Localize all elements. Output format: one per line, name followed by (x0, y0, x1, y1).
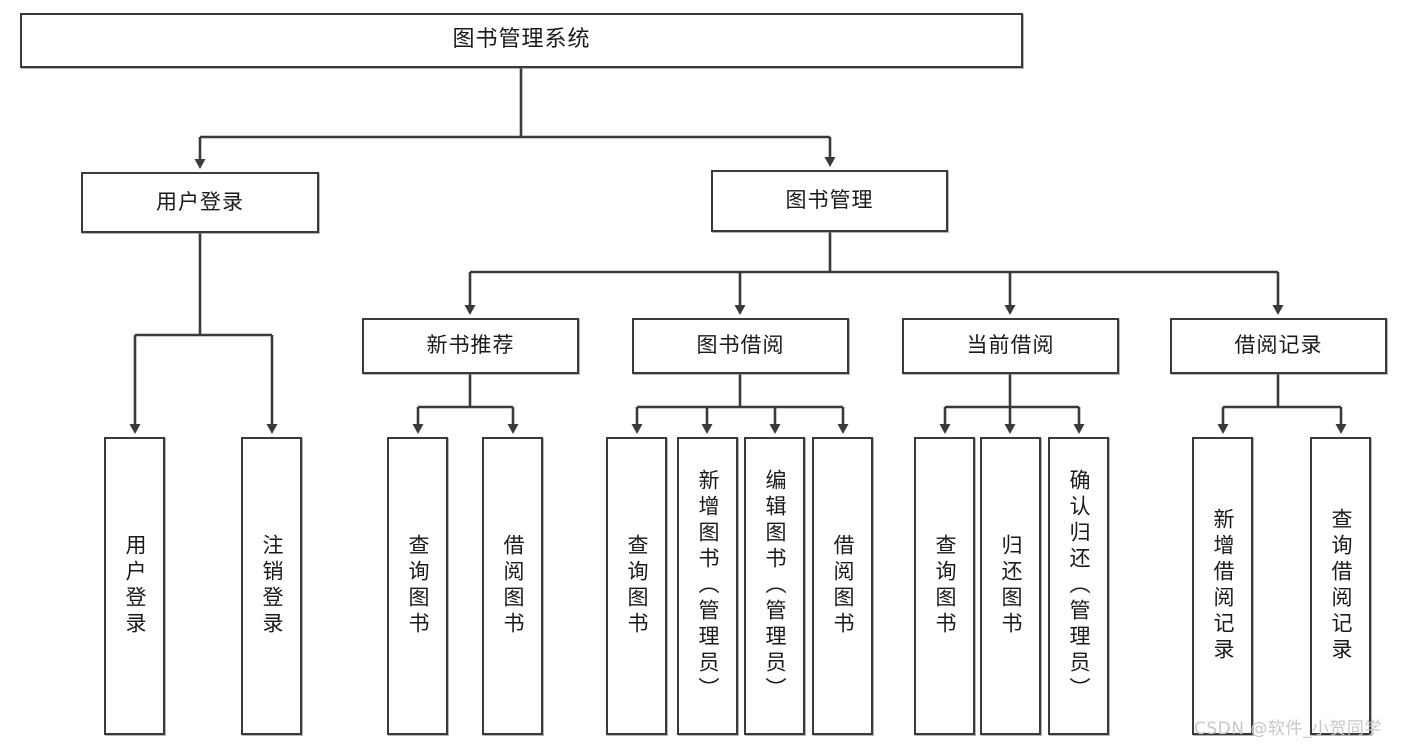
node-label: 新书推荐 (426, 333, 515, 358)
node-label: 确认归还（管理员） (1067, 469, 1091, 703)
node-book-management[interactable]: 图书管理 (711, 170, 948, 232)
node-label: 图书管理 (785, 188, 874, 213)
node-label: 借阅图书 (501, 534, 525, 638)
leaf-query-book-borrow[interactable]: 查询图书 (606, 437, 667, 735)
leaf-query-book-recommend[interactable]: 查询图书 (387, 437, 448, 735)
node-label: 借阅图书 (831, 534, 855, 638)
node-label: 归还图书 (999, 534, 1023, 638)
node-label: 图书管理系统 (452, 27, 591, 53)
node-book-borrow[interactable]: 图书借阅 (632, 318, 849, 374)
leaf-return-book[interactable]: 归还图书 (980, 437, 1041, 735)
node-label: 当前借阅 (966, 333, 1055, 358)
node-borrow-record[interactable]: 借阅记录 (1170, 318, 1387, 374)
node-label: 查询图书 (933, 534, 957, 638)
node-user-login[interactable]: 用户登录 (81, 172, 319, 233)
leaf-user-login[interactable]: 用户登录 (104, 437, 165, 735)
leaf-logout[interactable]: 注销登录 (241, 437, 302, 735)
node-label: 新增图书（管理员） (696, 469, 720, 703)
leaf-add-book-admin[interactable]: 新增图书（管理员） (677, 437, 738, 735)
node-label: 查询借阅记录 (1329, 508, 1353, 664)
node-label: 用户登录 (123, 534, 147, 638)
node-new-book-recommend[interactable]: 新书推荐 (362, 318, 579, 374)
node-label: 用户登录 (156, 189, 244, 214)
node-label: 注销登录 (260, 534, 284, 638)
node-label: 编辑图书（管理员） (763, 469, 787, 703)
node-current-borrow[interactable]: 当前借阅 (902, 318, 1119, 374)
node-label: 查询图书 (406, 534, 430, 638)
leaf-borrow-book-recommend[interactable]: 借阅图书 (482, 437, 543, 735)
node-root-system[interactable]: 图书管理系统 (20, 13, 1023, 68)
node-label: 借阅记录 (1234, 333, 1323, 358)
node-label: 图书借阅 (696, 333, 785, 358)
leaf-query-book-current[interactable]: 查询图书 (914, 437, 975, 735)
csdn-watermark: CSDN @软件_小贺同学 (1194, 719, 1382, 739)
leaf-borrow-book[interactable]: 借阅图书 (812, 437, 873, 735)
node-label: 新增借阅记录 (1211, 508, 1235, 664)
leaf-edit-book-admin[interactable]: 编辑图书（管理员） (744, 437, 805, 735)
leaf-query-borrow-record[interactable]: 查询借阅记录 (1310, 437, 1371, 735)
leaf-add-borrow-record[interactable]: 新增借阅记录 (1192, 437, 1253, 735)
leaf-confirm-return-admin[interactable]: 确认归还（管理员） (1048, 437, 1109, 735)
node-label: 查询图书 (625, 534, 649, 638)
